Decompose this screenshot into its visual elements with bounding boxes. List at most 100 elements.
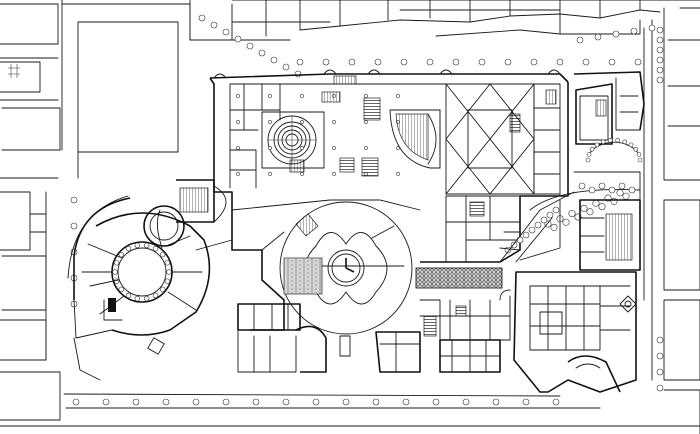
street-tree [426, 58, 434, 66]
seat-mark [589, 146, 595, 152]
walkway-tree [546, 211, 554, 219]
street-tree [270, 56, 278, 64]
street-tree [432, 398, 440, 406]
courtyard-tree [550, 223, 558, 231]
ring-column [113, 278, 120, 284]
ring-column [159, 286, 166, 293]
courtyard-tree [580, 204, 588, 212]
street-tree [608, 58, 616, 66]
street-tree [402, 398, 410, 406]
courtyard-tree [622, 192, 630, 200]
ring-column [143, 295, 150, 302]
walkway-tree [534, 221, 542, 229]
courtyard-tree [544, 220, 552, 228]
column [332, 172, 336, 176]
walkway-tree [510, 241, 518, 249]
central-plaza [231, 199, 503, 335]
clock-dial-icon [331, 253, 361, 283]
column [268, 172, 272, 176]
courtyard-tree [586, 208, 594, 216]
column [364, 146, 368, 150]
ring-column [112, 269, 118, 275]
courtyard-tree [598, 203, 606, 211]
ring-column [113, 260, 120, 266]
seat-mark [607, 137, 613, 143]
street-tree [162, 398, 170, 406]
street-tree [72, 398, 80, 406]
ring-column [143, 242, 150, 249]
street-tree [556, 58, 564, 66]
grid-symbol-icon [8, 64, 20, 78]
street-tree [478, 58, 486, 66]
street-tree [192, 398, 200, 406]
main-building [209, 69, 569, 331]
street-tree [630, 27, 638, 35]
street-tree [70, 196, 78, 204]
column [364, 120, 368, 124]
street-tree [656, 352, 664, 360]
walkway-tree [516, 236, 524, 244]
street-tree [656, 66, 664, 74]
street-tree [312, 398, 320, 406]
street-tree [634, 58, 642, 66]
street-tree [102, 398, 110, 406]
street-trees [70, 14, 664, 406]
courtyard-tree [562, 218, 570, 226]
seat-mark [600, 139, 606, 145]
street-tree [372, 398, 380, 406]
courtyard-tree [608, 186, 616, 194]
column [236, 120, 240, 124]
street-tree [582, 58, 590, 66]
street-tree [656, 26, 664, 34]
seat-mark [615, 137, 621, 143]
street-tree [462, 398, 470, 406]
courtyard-tree [618, 182, 626, 190]
street-tree [198, 14, 206, 22]
seat-mark [636, 152, 642, 157]
courtyard-tree [588, 186, 596, 194]
rotunda-hall [261, 111, 325, 169]
ring-column [125, 292, 132, 299]
courtyard-tree [628, 186, 636, 194]
auditorium [389, 109, 441, 169]
column [364, 94, 368, 98]
bottom-blocks [237, 289, 511, 373]
street-tree [246, 42, 254, 50]
street-tree [656, 384, 664, 392]
ring-column [152, 245, 159, 252]
street-tree [222, 398, 230, 406]
street-tree [656, 46, 664, 54]
ring-column [118, 251, 125, 258]
ring-column [134, 242, 141, 249]
column [236, 146, 240, 150]
street-tree [294, 70, 302, 78]
street-tree [552, 398, 560, 406]
street-tree [322, 58, 330, 66]
left-round-wing [67, 179, 233, 381]
street-tree [452, 58, 460, 66]
seat-mark [637, 157, 643, 163]
street-tree [522, 398, 530, 406]
column [268, 120, 272, 124]
street-tree [612, 30, 620, 38]
ring-column [166, 269, 172, 275]
street-tree [656, 368, 664, 376]
street-tree [656, 76, 664, 84]
seat-mark [633, 146, 639, 152]
column [268, 146, 272, 150]
column [236, 172, 240, 176]
street-tree [374, 58, 382, 66]
walkway-tree [540, 216, 548, 224]
column [396, 172, 400, 176]
column [332, 146, 336, 150]
street-tree [282, 398, 290, 406]
column [236, 94, 240, 98]
courtyard-tree [616, 189, 624, 197]
street-tree [656, 36, 664, 44]
seat-mark [586, 152, 592, 157]
street-tree [594, 33, 602, 41]
ring-column [164, 260, 171, 266]
